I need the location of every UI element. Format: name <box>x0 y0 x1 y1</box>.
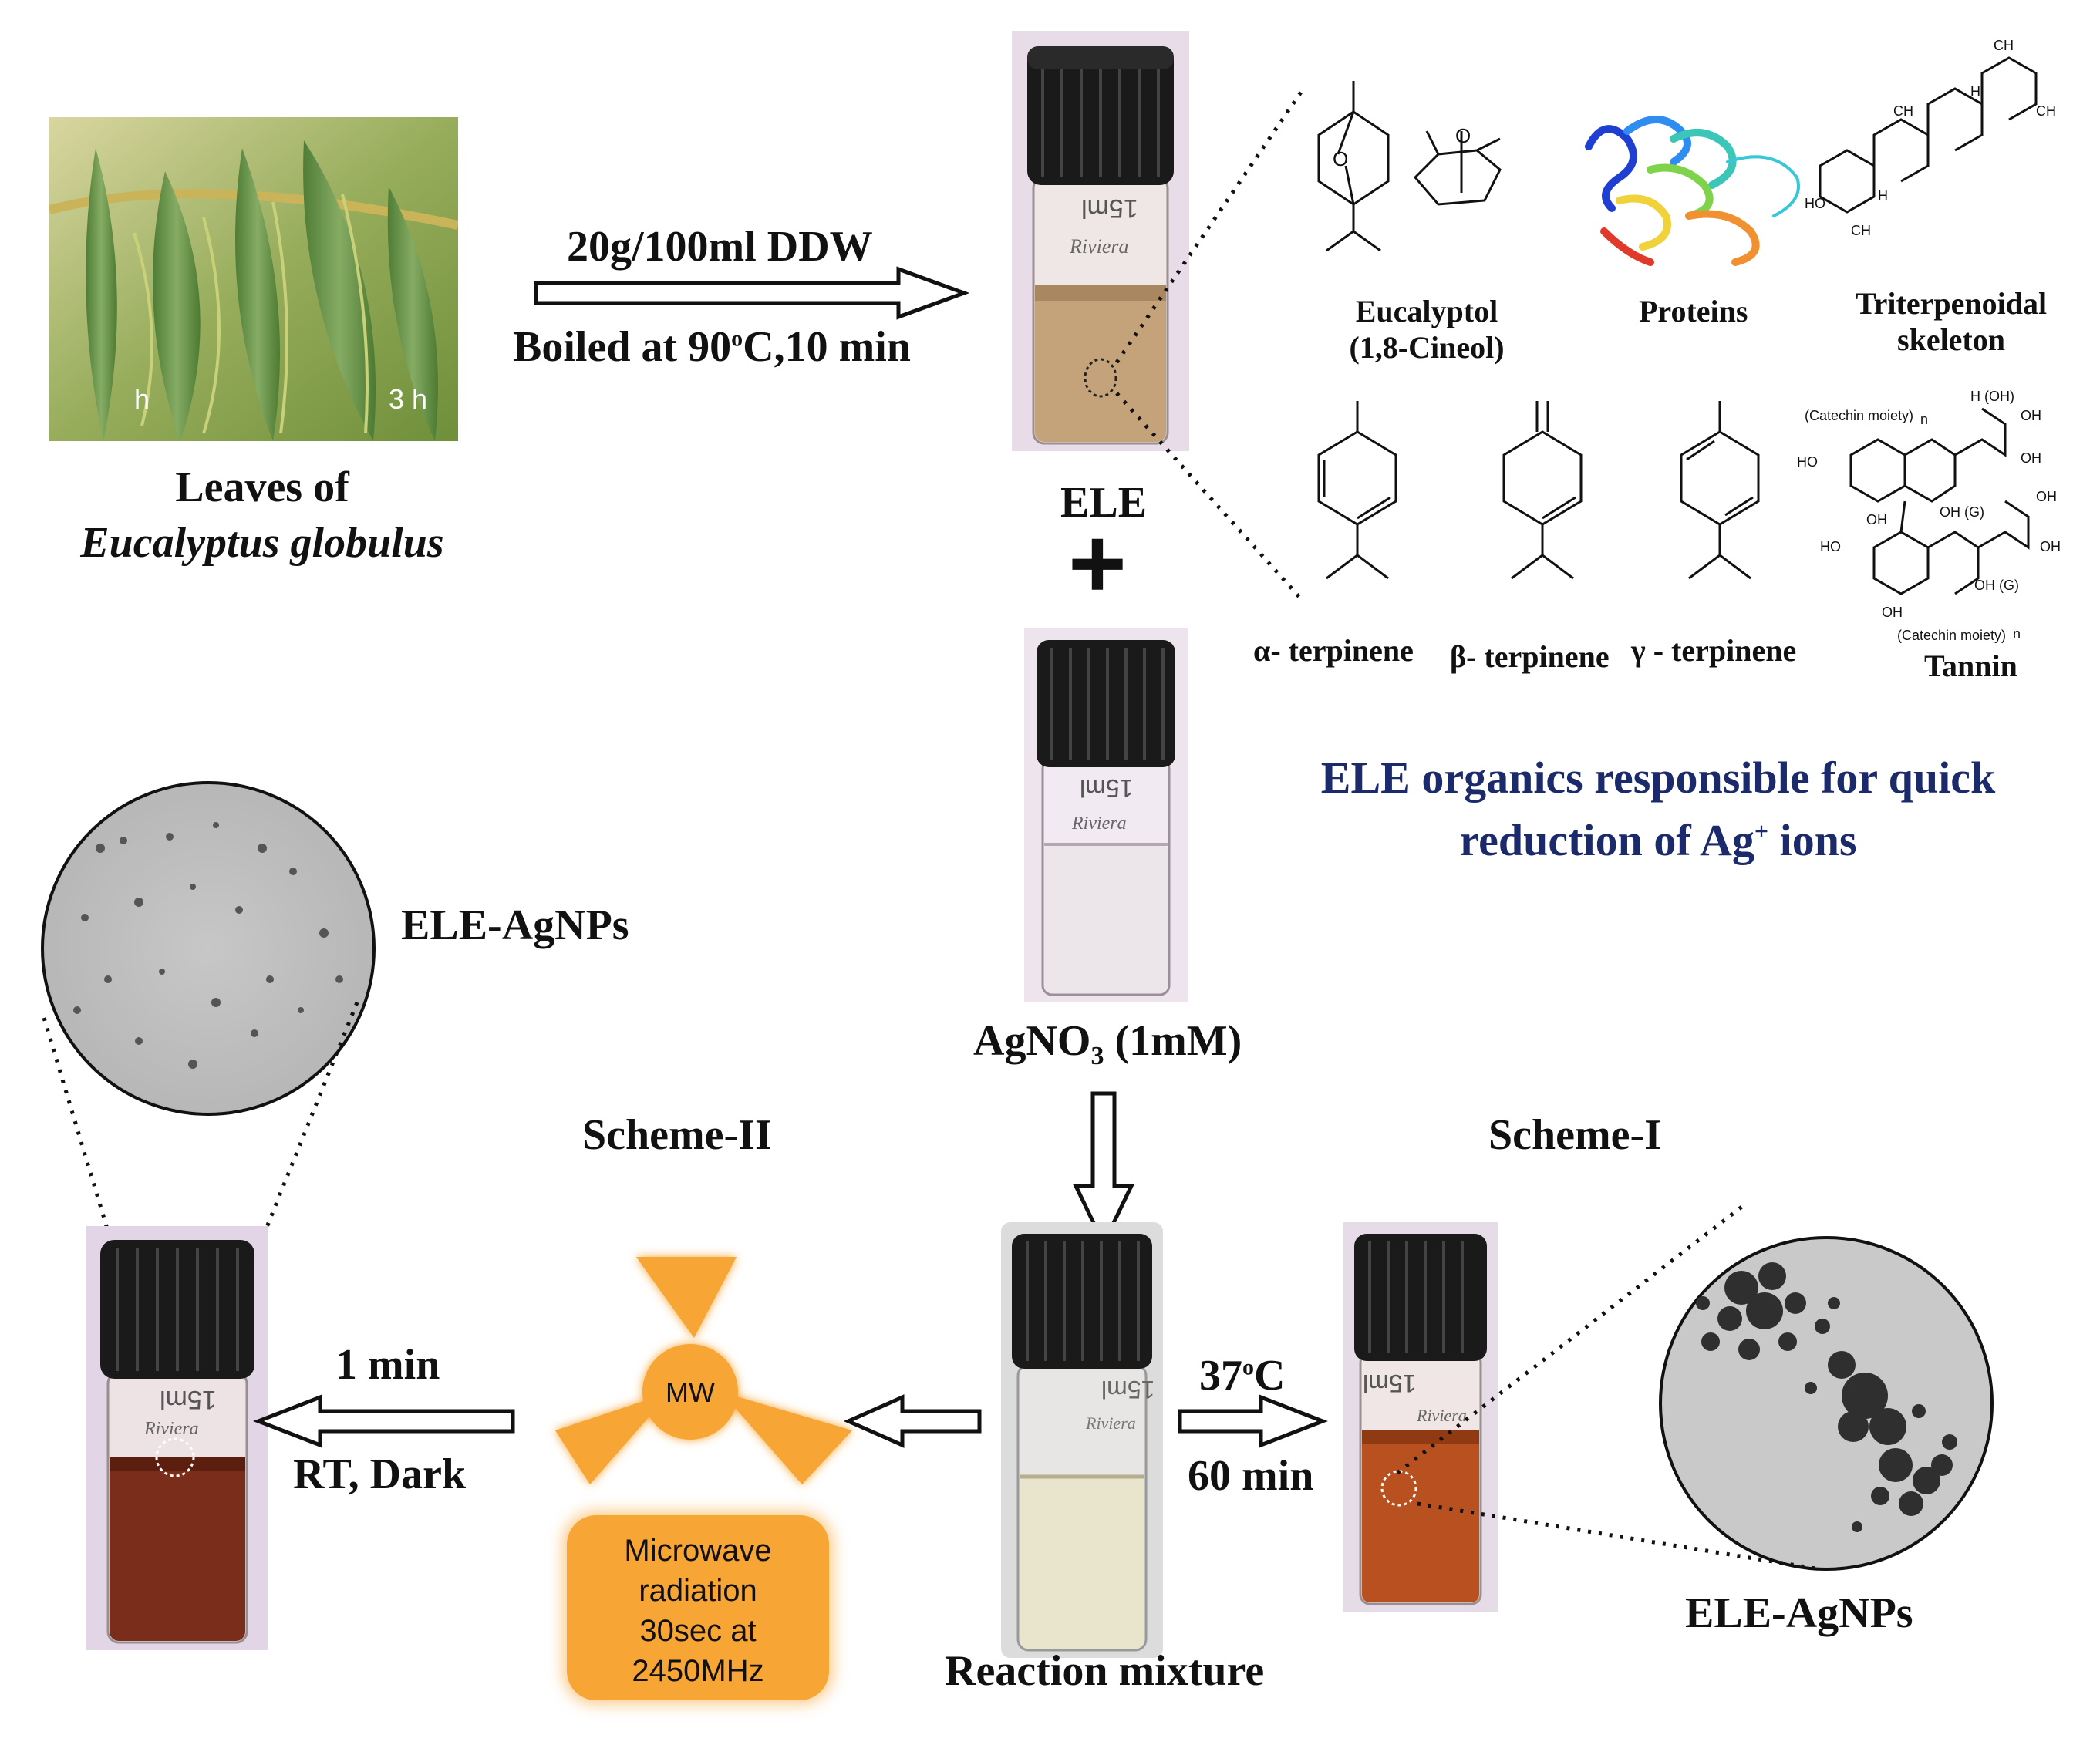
mw-box-line4: 2450MHz <box>632 1654 764 1688</box>
agno3-vial-brand: Riviera <box>1072 814 1127 834</box>
tri-ch3-mid: CH <box>1893 103 1913 119</box>
gamma-terpinene-label: γ - terpinene <box>1631 633 1797 668</box>
organics-statement: ELE organics responsible for quick reduc… <box>1234 746 2082 871</box>
ele-vial: 15ml Riviera <box>1012 31 1189 451</box>
right-arrow-to-scheme1-vial <box>1178 1394 1328 1448</box>
tem-image-small-agnps <box>41 781 376 1116</box>
alpha-terpinene-label: α- terpinene <box>1253 633 1414 668</box>
tri-h-1: H <box>1970 84 1980 99</box>
leaves-caption-line1: Leaves of <box>175 463 349 511</box>
tannin-oh-1: OH <box>2021 408 2041 423</box>
step1-top-label: 20g/100ml DDW <box>567 223 873 271</box>
photo-text-right: 3 h <box>389 383 428 415</box>
agnp-vial-scheme1: 15ml Riviera <box>1343 1222 1498 1612</box>
eucalyptol-1-o: O <box>1333 147 1348 170</box>
leaves-caption: Leaves of Eucalyptus globulus <box>31 463 494 568</box>
eucalyptol-line1: Eucalyptol <box>1355 294 1498 328</box>
left-arrow-to-vial <box>253 1394 515 1448</box>
mw-box-line2: radiation <box>639 1574 757 1608</box>
tri-h-2: H <box>1878 188 1888 204</box>
tannin-oh-5: OH <box>2040 539 2061 554</box>
tannin-label: Tannin <box>1924 649 2017 683</box>
triterpenoidal-line2: skeleton <box>1897 322 2005 357</box>
proteins-label: Proteins <box>1639 294 1748 328</box>
tannin-oh-4: OH <box>2036 489 2057 504</box>
tri-ho: HO <box>1805 196 1825 211</box>
triterpenoid-structure: HO CH CH CH CH H H <box>1805 38 2056 238</box>
step1-bottom-label: Boiled at 90oC,10 min <box>513 323 911 371</box>
tannin-oh-g-1: OH (G) <box>1940 504 1984 520</box>
scheme2-arrow-top-label: 1 min <box>335 1341 440 1389</box>
mw-box-line3: 30sec at <box>639 1614 757 1648</box>
protein-structure <box>1585 116 1800 266</box>
ele-vial-brand: Riviera <box>1070 235 1129 258</box>
scheme2-arrow-bottom-label: RT, Dark <box>293 1450 467 1498</box>
photo-text-left: h <box>134 383 150 415</box>
scheme1-vial-brand: Riviera <box>1417 1406 1467 1425</box>
ele-label: ELE <box>1060 479 1148 527</box>
scheme-i-title: Scheme-I <box>1488 1111 1661 1159</box>
tri-ch3-top: CH <box>1994 38 2014 53</box>
tannin-oh-2: OH <box>2021 450 2041 466</box>
agnp-vial-scheme2: 15ml Riviera <box>86 1226 268 1650</box>
eucalyptol-label: Eucalyptol (1,8-Cineol) <box>1311 293 1542 366</box>
eucalyptol-structure-1: O <box>1317 81 1390 252</box>
right-arrow-step1 <box>534 266 970 320</box>
agno3-label: AgNO3 (1mM) <box>973 1017 1242 1071</box>
beta-terpinene-label: β- terpinene <box>1450 639 1610 674</box>
reaction-vial-brand: Riviera <box>1086 1413 1136 1433</box>
organics-line2: reduction of Ag+ ions <box>1459 815 1857 866</box>
tem-image-large-agnps <box>1659 1236 1994 1571</box>
tannin-catechin-top: (Catechin moiety) <box>1805 408 1913 423</box>
mw-label: MW <box>666 1376 715 1408</box>
ele-agnps-label-right: ELE-AgNPs <box>1685 1589 1913 1637</box>
scheme2-vial-brand: Riviera <box>144 1419 199 1439</box>
eucalyptus-leaves-photo: h 3 h <box>49 117 458 441</box>
tannin-catechin-bottom: (Catechin moiety) <box>1897 628 2006 643</box>
triterpenoidal-line1: Triterpenoidal <box>1855 286 2048 321</box>
eucalyptol-2-o: O <box>1455 124 1471 147</box>
scheme1-arrow-bottom-label: 60 min <box>1188 1452 1314 1500</box>
tannin-structure: (Catechin moiety) n H (OH) OH OH HO OH (… <box>1797 389 2061 643</box>
tannin-n-bottom: n <box>2013 626 2021 642</box>
tannin-ho-2: HO <box>1820 539 1841 554</box>
tannin-oh-6: OH <box>1882 605 1903 620</box>
tannin-n-top: n <box>1920 412 1928 427</box>
tannin-oh-g-2: OH (G) <box>1974 578 2019 593</box>
reaction-mixture-vial: 15ml Riviera <box>1001 1222 1163 1658</box>
tannin-h-oh: H (OH) <box>1970 389 2014 404</box>
gamma-terpinene-structure <box>1680 401 1760 580</box>
tri-ch3-right: CH <box>2036 103 2056 119</box>
triterpenoidal-label: Triterpenoidal skeleton <box>1835 285 2067 358</box>
down-arrow <box>1073 1091 1134 1248</box>
scheme1-arrow-top-label: 37oC <box>1199 1352 1286 1400</box>
tannin-ho-1: HO <box>1797 454 1818 470</box>
mw-box-line1: Microwave <box>624 1534 772 1568</box>
tri-ch3-bottom: CH <box>1851 223 1871 238</box>
eucalyptol-line2: (1,8-Cineol) <box>1349 330 1505 365</box>
leaves-caption-line2: Eucalyptus globulus <box>80 519 444 567</box>
microwave-radiation-icon <box>555 1257 852 1484</box>
organics-line1: ELE organics responsible for quick <box>1320 753 1996 803</box>
eucalyptol-structure-2: O <box>1413 124 1502 206</box>
tannin-oh-3: OH <box>1866 512 1887 527</box>
agno3-vial: 15ml Riviera <box>1024 628 1188 1002</box>
beta-terpinene-structure <box>1502 401 1583 580</box>
microwave-conditions-box: Microwave radiation 30sec at 2450MHz <box>567 1515 829 1700</box>
left-arrow-to-microwave <box>843 1394 982 1448</box>
plus-sign: + <box>1068 507 1127 619</box>
alpha-terpinene-structure <box>1317 401 1397 580</box>
scheme-ii-title: Scheme-II <box>582 1111 772 1159</box>
ele-agnps-label-left: ELE-AgNPs <box>401 901 629 949</box>
reaction-mixture-label: Reaction mixture <box>945 1647 1265 1695</box>
